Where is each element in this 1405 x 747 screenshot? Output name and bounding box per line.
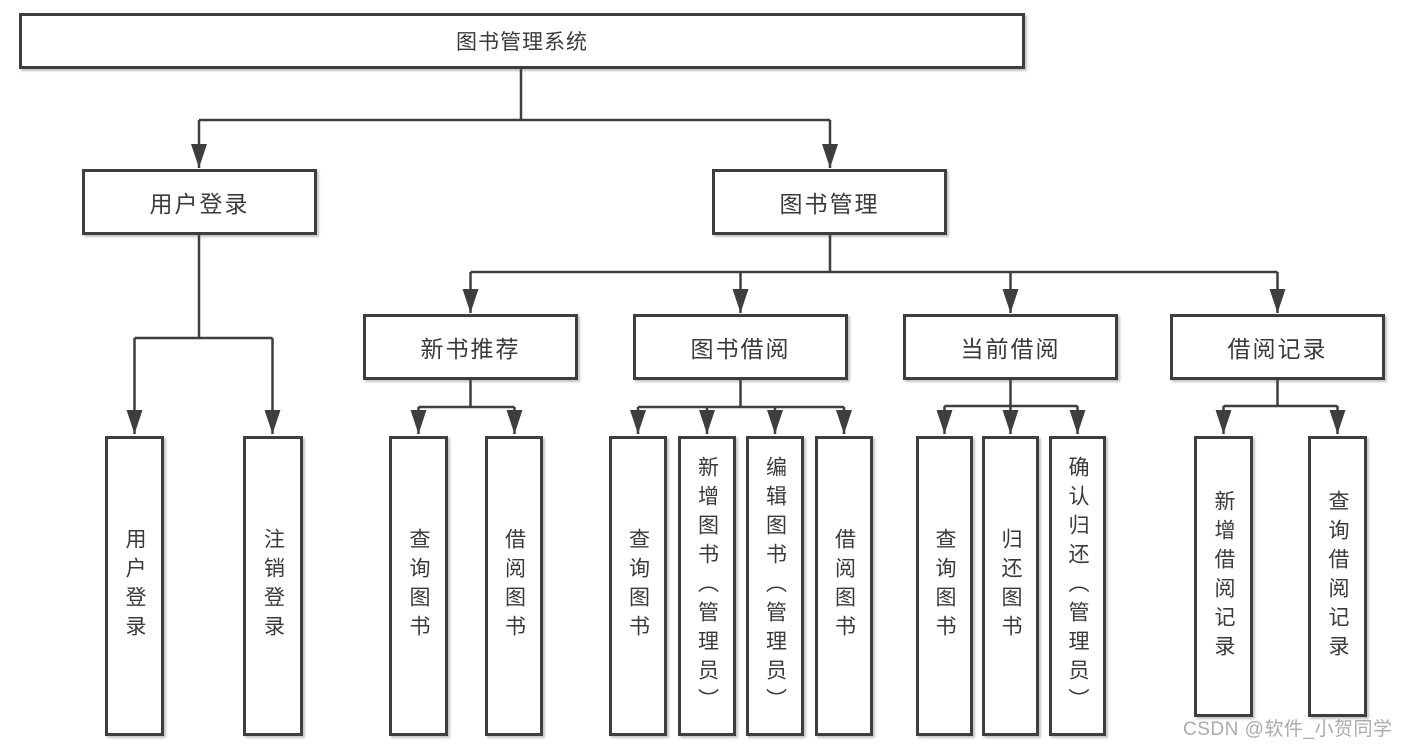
connector-new-book-fanout [418,380,515,409]
connector-borrow-records-fanout [1223,380,1338,408]
leaf-confirm-return-admin: 确认归还（管理员） [1049,436,1106,736]
leaf-logout: 注销登录 [243,436,303,736]
connector-current-borrow-fanout [944,380,1078,408]
connector-user-login-fanout [134,235,273,340]
leaf-query-books-1: 查询图书 [389,436,448,736]
node-borrowing-records: 借阅记录 [1170,314,1385,380]
node-library-management-system: 图书管理系统 [19,13,1025,69]
leaf-query-borrow-record: 查询借阅记录 [1308,436,1367,717]
leaf-borrow-books-2: 借阅图书 [815,436,873,736]
leaf-return-books: 归还图书 [982,436,1039,736]
node-current-borrowing: 当前借阅 [903,314,1118,380]
leaf-edit-book-admin: 编辑图书（管理员） [746,436,804,736]
node-user-login: 用户登录 [82,169,317,235]
leaf-query-books-2: 查询图书 [609,436,667,736]
leaf-user-login: 用户登录 [105,436,164,736]
connector-book-borrow-fanout [638,380,844,409]
connector-root-to-level2 [199,68,830,122]
leaf-query-books-3: 查询图书 [916,436,973,736]
leaf-add-book-admin: 新增图书（管理员） [678,436,736,736]
node-book-borrowing: 图书借阅 [633,314,848,380]
connector-book-management-fanout [470,235,1278,274]
leaf-borrow-books-1: 借阅图书 [485,436,543,736]
watermark-text: CSDN @软件_小贺同学 [1183,719,1393,740]
node-new-book-recommendation: 新书推荐 [363,314,578,380]
node-book-management: 图书管理 [712,169,947,235]
leaf-add-borrow-record: 新增借阅记录 [1194,436,1253,717]
connector-arrows [126,120,1346,434]
